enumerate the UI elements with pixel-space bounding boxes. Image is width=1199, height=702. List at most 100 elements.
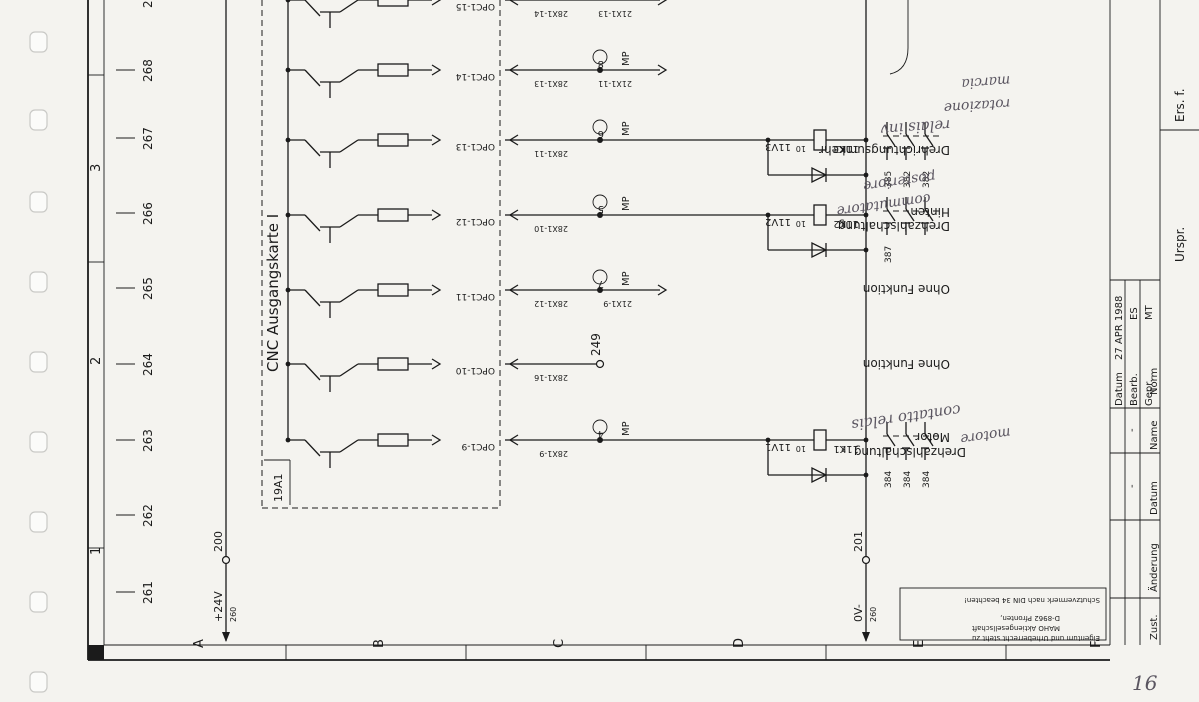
ownership-line1: Eigentum und Urheberrecht steht zu	[972, 634, 1100, 642]
resistor	[377, 357, 409, 371]
opc-label: OPC1-10	[456, 365, 495, 375]
connector-arrow	[508, 64, 519, 76]
note-rotazione: rotazione	[943, 95, 1011, 116]
pin-a: 10	[796, 444, 806, 453]
emitter-lead	[304, 289, 321, 307]
emitter-lead	[304, 363, 321, 381]
column-264: 264	[141, 353, 155, 376]
tb-ursprung: Urspr.	[1173, 227, 1187, 262]
pin-b: 2	[841, 444, 846, 453]
mp-circle	[592, 49, 608, 65]
x21-label: 21X1-9	[603, 299, 632, 308]
junction-dot	[863, 247, 869, 253]
column-269: 2	[141, 0, 155, 8]
connector-arrow	[508, 0, 519, 6]
connector-arrow	[431, 209, 442, 221]
row-c: C	[552, 639, 567, 648]
resistor	[377, 63, 409, 77]
connector-arrow	[431, 0, 442, 6]
column-ticks	[116, 69, 135, 593]
function-reverse: Drehrichtungsumkehr	[819, 143, 950, 157]
zero-node-201: 201	[852, 531, 865, 552]
note-marcia: marcia	[961, 72, 1011, 91]
column-261: 261	[141, 581, 155, 604]
junction-dot	[285, 212, 291, 218]
opc-label: OPC1-9	[461, 441, 495, 451]
emitter-lead	[304, 139, 321, 157]
contact-ref: 382	[903, 171, 913, 188]
mp-number: 6	[598, 128, 604, 139]
diode	[811, 466, 828, 484]
resistor	[377, 133, 409, 147]
connector-arrow	[431, 434, 442, 446]
ownership-line4: Schutzvermerk nach DIN 34 beachten!	[964, 596, 1100, 604]
x28-label: 28X1-9	[539, 449, 568, 458]
tb-dot-1: -	[1127, 484, 1138, 488]
description-bracket	[889, 0, 909, 75]
column-268: 268	[141, 59, 155, 82]
relay-coil	[813, 429, 827, 451]
x21-label: 21X1-11	[598, 79, 632, 88]
opc-label: OPC1-11	[456, 291, 495, 301]
note-motore: motore	[959, 424, 1011, 447]
tb-gepr-value: MT	[1144, 304, 1155, 320]
x28-label: 28X1-11	[534, 149, 568, 158]
connector-arrow	[657, 284, 668, 296]
contact-ref: 385	[884, 171, 894, 188]
junction-dot	[285, 361, 291, 367]
junction-dot	[863, 172, 869, 178]
tb-datum-label: Datum	[1114, 372, 1125, 406]
zero-volt-sub: 260	[869, 607, 878, 622]
node-label: 249	[589, 333, 603, 356]
resistor	[377, 283, 409, 297]
tb-aenderung: Änderung	[1147, 543, 1160, 592]
mp-circle	[592, 194, 608, 210]
diode-label: 11V3	[765, 141, 791, 152]
function-hinten-line1: Drehzahlschaltung	[838, 219, 950, 233]
binder-holes	[29, 31, 48, 693]
tb-name-label: Name	[1149, 420, 1160, 450]
emitter-lead	[304, 214, 321, 232]
tb-bearb-label: Bearb.	[1129, 373, 1140, 406]
resistor	[377, 0, 409, 7]
function-motor-line1: Drehzahlschaltung	[854, 445, 966, 459]
mp-circle	[592, 269, 608, 285]
row-d: D	[732, 638, 747, 648]
x28-label: 28X1-12	[534, 299, 568, 308]
resistor	[377, 433, 409, 447]
plus-node-200: 200	[212, 531, 225, 552]
title-block	[1109, 0, 1199, 645]
function-none-1: Ohne Funktion	[863, 357, 950, 371]
contact-ref: 384	[922, 471, 932, 488]
relay-coil	[813, 204, 827, 226]
tb-dot-2: -	[1127, 428, 1138, 432]
collector-lead	[339, 139, 359, 153]
coil-label: 11K2	[833, 218, 859, 229]
plus-24v-label: +24V	[212, 591, 225, 622]
junction-dot	[285, 67, 291, 73]
junction-dot	[863, 212, 869, 218]
page-number: 16	[1132, 671, 1158, 695]
junction-dot	[863, 437, 869, 443]
row-b: B	[372, 639, 387, 648]
diode	[811, 241, 828, 259]
column-266: 266	[141, 202, 155, 225]
connector-arrow	[508, 434, 519, 446]
column-265: 265	[141, 277, 155, 300]
resistor	[377, 208, 409, 222]
mp-label: MP	[621, 421, 632, 436]
frame	[87, 0, 1110, 661]
zero-volt-rail	[861, 0, 871, 642]
x28-label: 28X1-13	[534, 79, 568, 88]
ownership-box	[899, 587, 1107, 641]
mp-number: 4	[598, 428, 604, 439]
sheet-mark-3: 3	[89, 164, 104, 172]
ownership-line2: MAHO Aktiengesellschaft	[972, 624, 1060, 632]
connector-arrow	[657, 0, 668, 6]
note-posteriore: posteriore	[862, 168, 937, 194]
